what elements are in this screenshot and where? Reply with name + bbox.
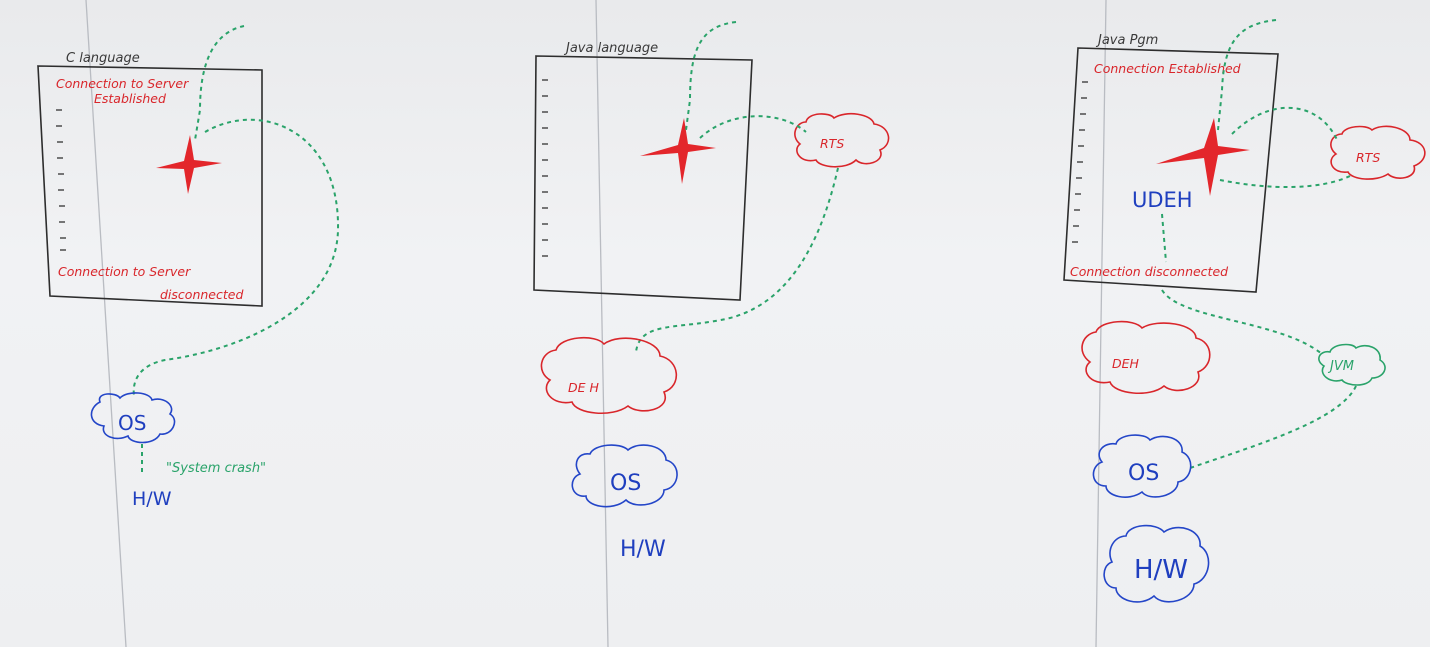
exception-star-icon bbox=[640, 118, 716, 184]
code-lines bbox=[542, 79, 548, 257]
jvm-cloud bbox=[1318, 343, 1386, 386]
program-frame bbox=[37, 65, 263, 307]
udeh-label: UDEH bbox=[1132, 188, 1193, 212]
rts-label: RTS bbox=[820, 136, 844, 151]
os-label: OS bbox=[610, 471, 641, 496]
rts-label: RTS bbox=[1356, 150, 1380, 165]
rts-cloud bbox=[1330, 125, 1426, 180]
flow-arrow bbox=[1189, 385, 1357, 469]
board-seam bbox=[595, 0, 609, 647]
deh-label: DEH bbox=[1112, 356, 1140, 371]
connection-established-text-2: Established bbox=[94, 91, 166, 106]
hw-label: H/W bbox=[620, 537, 666, 562]
os-cloud bbox=[1092, 434, 1192, 498]
panel-java-pgm: Java Pgm Connection Established UDEH Con… bbox=[1063, 19, 1426, 603]
flow-arrow bbox=[1231, 106, 1339, 143]
flow-arrow bbox=[699, 115, 807, 139]
panel-title: C language bbox=[66, 51, 140, 66]
panel-c-language: C language Connection to Server Establis… bbox=[37, 25, 340, 510]
connection-disconnected-text: Connection to Server bbox=[58, 264, 191, 279]
deh-cloud bbox=[1081, 320, 1211, 395]
connection-disconnected-text-2: disconnected bbox=[160, 287, 243, 302]
flow-arrow bbox=[194, 25, 245, 141]
code-lines bbox=[1072, 81, 1088, 243]
hw-cloud bbox=[1103, 524, 1210, 603]
connection-disconnected-text: Connection disconnected bbox=[1070, 264, 1228, 279]
exception-star-icon bbox=[1156, 118, 1250, 196]
os-label: OS bbox=[118, 411, 146, 435]
os-label: OS bbox=[1128, 461, 1159, 486]
program-frame bbox=[1063, 47, 1279, 293]
flow-arrow bbox=[1217, 19, 1277, 131]
flow-arrow bbox=[1161, 213, 1167, 263]
deh-cloud bbox=[540, 337, 678, 415]
os-cloud bbox=[90, 392, 176, 444]
hw-label: H/W bbox=[1134, 555, 1188, 585]
board-seam bbox=[1095, 0, 1107, 647]
rts-cloud bbox=[794, 112, 890, 168]
exception-star-icon bbox=[156, 135, 222, 194]
board-seam bbox=[85, 0, 127, 647]
connection-established-text: Connection Established bbox=[1094, 61, 1241, 76]
deh-label: DE H bbox=[568, 380, 599, 395]
code-lines bbox=[56, 109, 66, 251]
connection-established-text: Connection to Server bbox=[56, 76, 189, 91]
jvm-label: JVM bbox=[1327, 359, 1354, 374]
hw-label: H/W bbox=[132, 488, 172, 510]
flow-arrow bbox=[635, 167, 839, 353]
program-frame bbox=[533, 55, 753, 301]
system-crash-note: "System crash" bbox=[166, 461, 266, 476]
flow-arrow bbox=[685, 21, 737, 131]
panel-title: Java language bbox=[563, 41, 658, 56]
flow-arrow bbox=[1219, 175, 1351, 189]
panel-title: Java Pgm bbox=[1095, 33, 1158, 48]
flow-arrow bbox=[1161, 289, 1323, 355]
flow-arrow bbox=[132, 118, 340, 397]
os-cloud bbox=[571, 444, 678, 508]
panel-java-language: Java language RTS DE H OS H/W bbox=[533, 21, 890, 562]
